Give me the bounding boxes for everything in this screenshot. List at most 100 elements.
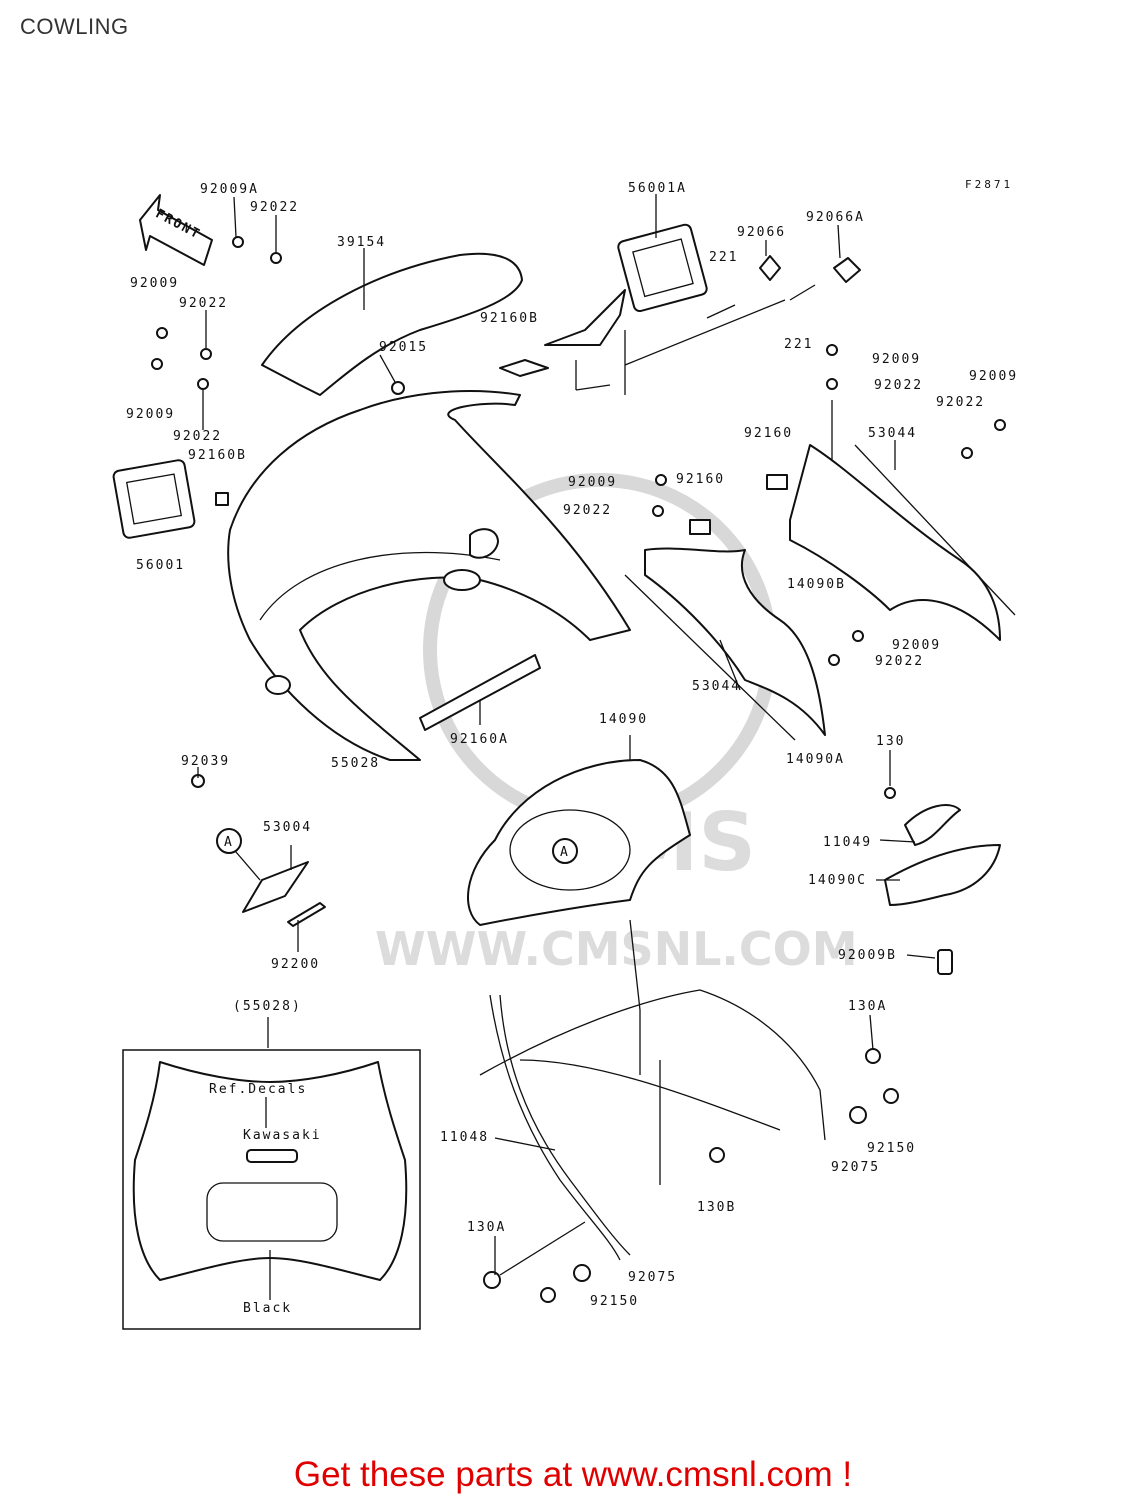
inset-cowl [132, 1061, 408, 1281]
pad-92160-a [766, 474, 788, 490]
label-92200: 92200 [271, 957, 320, 972]
pad-92160B-b [499, 359, 549, 377]
washer-92022-f [652, 505, 664, 517]
mirror-left-housing [112, 459, 196, 539]
label-11049: 11049 [823, 835, 872, 850]
trim-53044-upper [854, 444, 1016, 616]
label-92022-d: 92022 [874, 378, 923, 393]
label-92150-b: 92150 [590, 1294, 639, 1309]
stay-upright [629, 919, 641, 1075]
label-92022-c: 92022 [173, 429, 222, 444]
side-panel-14090B [789, 444, 1001, 641]
cap-92066A [833, 257, 861, 283]
decal-inset: Ref.Decals Kawasaki Black [122, 1049, 421, 1330]
page-title: COWLING [20, 14, 129, 39]
label-56001A: 56001A [628, 181, 687, 196]
label-92009-e: 92009 [568, 475, 617, 490]
front-arrow: FRONT [139, 194, 213, 266]
label-14090C: 14090C [808, 873, 867, 888]
label-53044-b: 53044 [692, 679, 741, 694]
bolt-92009-d [994, 419, 1006, 431]
label-130A-b: 130A [467, 1220, 506, 1235]
rivet-92150-a [883, 1088, 899, 1104]
callout-circle-a2 [552, 838, 578, 864]
leader-53044-b [719, 639, 741, 691]
windscreen-39154 [261, 252, 523, 396]
inset-brand-decal: Kawasaki [243, 1128, 322, 1143]
label-92075-a: 92075 [831, 1160, 880, 1175]
bolt-92009-c [826, 344, 838, 356]
washer-92022-g [828, 654, 840, 666]
label-11048: 11048 [440, 1130, 489, 1145]
bolt-130A-a [865, 1048, 881, 1064]
inset-duct [246, 1149, 298, 1163]
mirror-right-base [544, 289, 626, 346]
washer-92022-e [961, 447, 973, 459]
seal-92160A [419, 654, 541, 731]
mirror-left-56001 [112, 459, 196, 539]
label-92022-f: 92022 [563, 503, 612, 518]
label-92009-f: 92009 [892, 638, 941, 653]
leader-92015 [379, 354, 396, 383]
label-92009B: 92009B [838, 948, 897, 963]
label-92009-b: 92009 [126, 407, 175, 422]
trim-53044-lower [624, 574, 796, 741]
bolt-130A-b [483, 1271, 501, 1289]
decal-53004 [242, 861, 309, 913]
label-92160B-b: 92160B [480, 311, 539, 326]
bolt-92009-b [151, 358, 163, 370]
label-53044-a: 53044 [868, 426, 917, 441]
label-55028: 55028 [331, 756, 380, 771]
leader-92009B [906, 954, 936, 959]
leader-130A-a [869, 1014, 874, 1051]
mirror-left-glass [125, 473, 183, 525]
panel-14090C [884, 844, 1001, 906]
stay-lower-bar [519, 1059, 781, 1131]
label-221-a: 221 [709, 250, 738, 265]
callout-a1-label: A [224, 835, 234, 850]
leader-lines [197, 194, 936, 1276]
part-labels: 92009A 92022 39154 92009 92022 92015 920… [126, 181, 1018, 1309]
label-221-b: 221 [784, 337, 813, 352]
label-39154: 39154 [337, 235, 386, 250]
cta-link[interactable]: Get these parts at www.cmsnl.com ! [293, 1455, 853, 1494]
inset-ref-decals: Ref.Decals [209, 1082, 307, 1097]
cowl-grommet [265, 675, 291, 695]
stay-left-rail-inner [499, 994, 631, 1256]
rivet-92150-b [540, 1287, 556, 1303]
label-92066: 92066 [737, 225, 786, 240]
label-92022-b: 92022 [179, 296, 228, 311]
hardware [151, 236, 1006, 1303]
label-92066A: 92066A [806, 210, 865, 225]
leader-mirror-mount-b [575, 384, 611, 391]
bolt-221-a [706, 304, 736, 319]
bolt-92009B [937, 949, 953, 975]
mirror-right-housing [617, 223, 708, 313]
grommet-92015 [391, 381, 405, 395]
damper-92075-a [849, 1106, 867, 1124]
label-56001: 56001 [136, 558, 185, 573]
washer-92022-b [200, 348, 212, 360]
inset-black: Black [243, 1301, 292, 1316]
label-14090A: 14090A [786, 752, 845, 767]
bracket-11049 [904, 804, 961, 846]
leader-92009A [233, 196, 237, 238]
inner-panel-14090 [467, 759, 691, 926]
pad-92160B-a [215, 492, 229, 506]
label-92009-d: 92009 [969, 369, 1018, 384]
leader-130A-b-2 [499, 1221, 586, 1276]
front-arrow-shape [139, 194, 213, 266]
leader-11049 [879, 839, 916, 843]
decal-92200 [287, 902, 326, 927]
label-92009-a: 92009 [130, 276, 179, 291]
label-92009-c: 92009 [872, 352, 921, 367]
figure-code: F2871 [965, 178, 1014, 191]
label-130: 130 [876, 734, 905, 749]
leader-11048 [494, 1137, 556, 1151]
bolt-130 [884, 787, 896, 799]
watermark-url: WWW.CMSNL.COM [375, 922, 858, 976]
label-92160-a: 92160 [744, 426, 793, 441]
damper-92075-b [573, 1264, 591, 1282]
